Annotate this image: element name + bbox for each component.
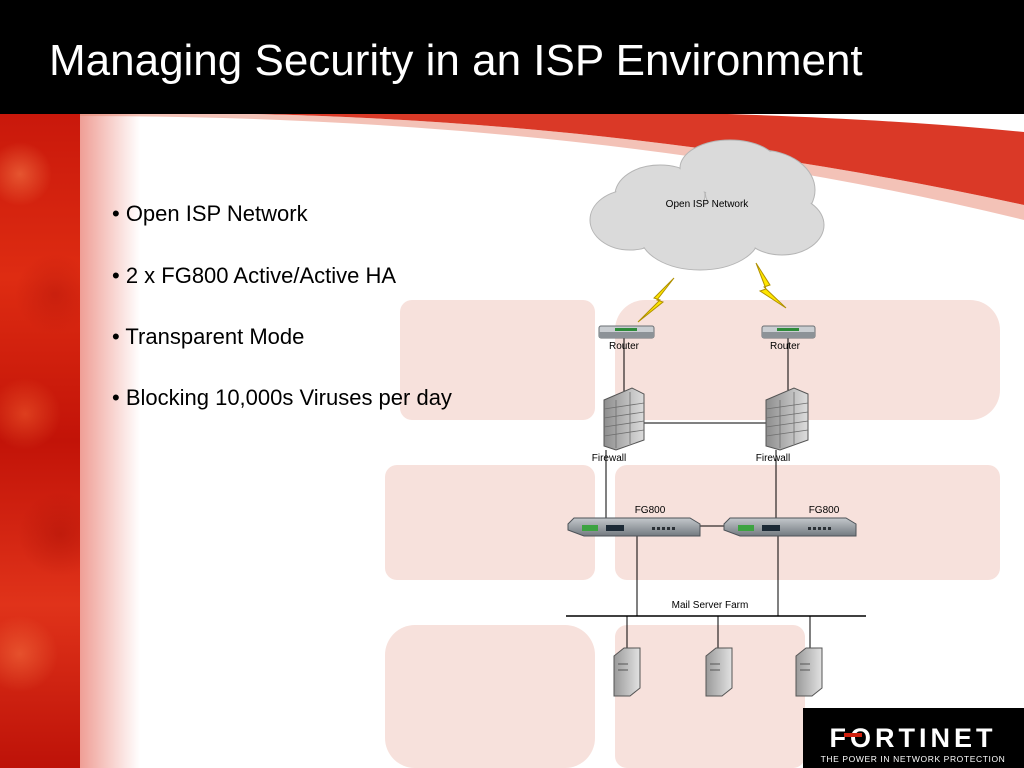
router-label: Router: [609, 341, 640, 352]
fg800-appliance-icon: [723, 517, 857, 537]
bullet-item: • 2 x FG800 Active/Active HA: [112, 263, 397, 288]
bullet-item: • Transparent Mode: [112, 324, 305, 349]
lan-label: Mail Server Farm: [672, 600, 749, 611]
router-label: Router: [770, 341, 801, 352]
firewall-icon: [603, 387, 645, 451]
fortinet-logo: FORTINET THE POWER IN NETWORK PROTECTION: [803, 708, 1024, 768]
logo-accent: [844, 733, 862, 737]
connection-lines: [566, 338, 866, 648]
fg800-label: FG800: [809, 505, 840, 516]
title-bar: Managing Security in an ISP Environment: [0, 0, 1024, 114]
page-title: Managing Security in an ISP Environment: [49, 36, 863, 85]
cloud-icon: [589, 139, 825, 271]
server-icon: [613, 647, 641, 697]
firewall-label: Firewall: [592, 453, 626, 464]
router-icon: [598, 325, 655, 339]
lightning-icon: [637, 277, 675, 323]
server-icon: [705, 647, 733, 697]
logo-wordmark: FORTINET: [830, 723, 997, 753]
server-icon: [795, 647, 823, 697]
lightning-icon: [755, 262, 787, 309]
firewall-label: Firewall: [756, 453, 790, 464]
logo-mark: FORTINET THE POWER IN NETWORK PROTECTION: [821, 723, 1006, 764]
logo-tagline: THE POWER IN NETWORK PROTECTION: [821, 754, 1006, 764]
fg800-label: FG800: [635, 505, 666, 516]
fg800-appliance-icon: [567, 517, 701, 537]
red-band-fade: [80, 114, 140, 768]
firewall-icon: [765, 387, 809, 451]
top-swoosh: [80, 110, 1024, 220]
bullet-item: • Blocking 10,000s Viruses per day: [112, 385, 452, 410]
cloud-label: Open ISP Network: [666, 199, 750, 210]
left-red-band: [0, 114, 80, 768]
router-icon: [761, 325, 816, 339]
bullet-item: • Open ISP Network: [112, 201, 308, 226]
